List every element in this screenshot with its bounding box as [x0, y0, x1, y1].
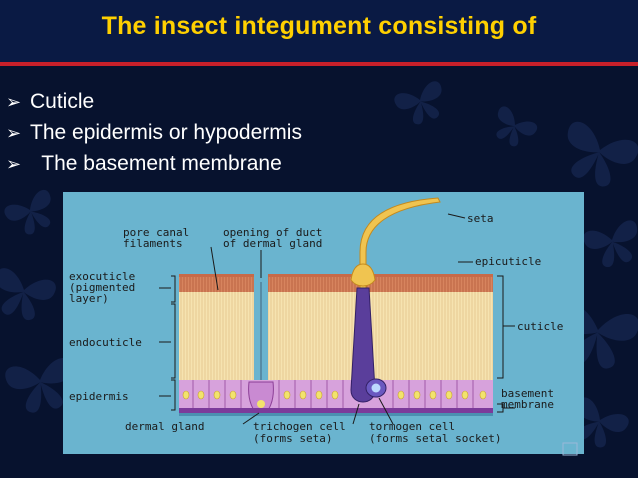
- label-trichogen-2: (forms seta): [253, 432, 332, 445]
- exocuticle-layer: [179, 276, 493, 292]
- label-tormogen-2: (forms setal socket): [369, 432, 501, 445]
- bullet-text: The epidermis or hypodermis: [30, 121, 302, 144]
- label-seta: seta: [467, 212, 494, 225]
- bullet-item-basement-membrane: ➢ The basement membrane: [6, 148, 302, 179]
- label-exocuticle-2: (pigmented: [69, 281, 135, 294]
- arrow-bullet-icon: ➢: [6, 123, 22, 143]
- basement-membrane-layer: [179, 408, 493, 413]
- label-epidermis: epidermis: [69, 390, 129, 403]
- endocuticle-layer: [179, 292, 493, 380]
- leader-lines: [159, 213, 515, 425]
- epicuticle-layer: [179, 274, 493, 277]
- label-exocuticle-3: layer): [69, 292, 109, 305]
- bullet-item-cuticle: ➢ Cuticle: [6, 86, 302, 117]
- arrow-bullet-icon: ➢: [6, 92, 22, 112]
- setal-socket: [350, 263, 376, 287]
- bullet-text: Cuticle: [30, 90, 95, 113]
- label-pore-canal-2: filaments: [123, 237, 183, 250]
- label-dermal-gland: dermal gland: [125, 420, 204, 433]
- slide-title: The insect integument consisting of: [101, 12, 537, 40]
- layer-brackets: [171, 275, 504, 413]
- arrow-bullet-icon: ➢: [6, 154, 22, 174]
- epidermal-cell-dividers: [192, 380, 474, 408]
- label-endocuticle: endocuticle: [69, 336, 142, 349]
- label-opening-duct-2: of dermal gland: [223, 237, 322, 250]
- bullet-text: The basement membrane: [30, 152, 282, 175]
- bullet-item-epidermis: ➢ The epidermis or hypodermis: [6, 117, 302, 148]
- title-underline: [0, 62, 638, 66]
- epidermal-nuclei: [182, 390, 487, 400]
- seta-hair: [359, 197, 441, 289]
- label-tormogen: tormogen cell: [369, 420, 455, 433]
- tormogen-nucleus: [371, 383, 381, 393]
- slide-corner-icon[interactable]: [562, 442, 578, 456]
- label-cuticle: cuticle: [517, 320, 563, 333]
- title-bar: [0, 0, 638, 62]
- label-exocuticle: exocuticle: [69, 270, 135, 283]
- label-pore-canal: pore canal: [123, 226, 189, 239]
- bullet-list: ➢ Cuticle ➢ The epidermis or hypodermis ➢ …: [6, 86, 302, 179]
- label-basement-2: membrane: [501, 398, 554, 411]
- integument-diagram: seta pore canal filaments opening of duc…: [63, 192, 584, 454]
- label-epicuticle: epicuticle: [475, 255, 541, 268]
- label-basement: basement: [501, 387, 554, 400]
- hemocoel-edge: [179, 413, 493, 416]
- label-opening-duct: opening of duct: [223, 226, 322, 239]
- label-trichogen: trichogen cell: [253, 420, 346, 433]
- dermal-gland-nucleus: [257, 400, 265, 408]
